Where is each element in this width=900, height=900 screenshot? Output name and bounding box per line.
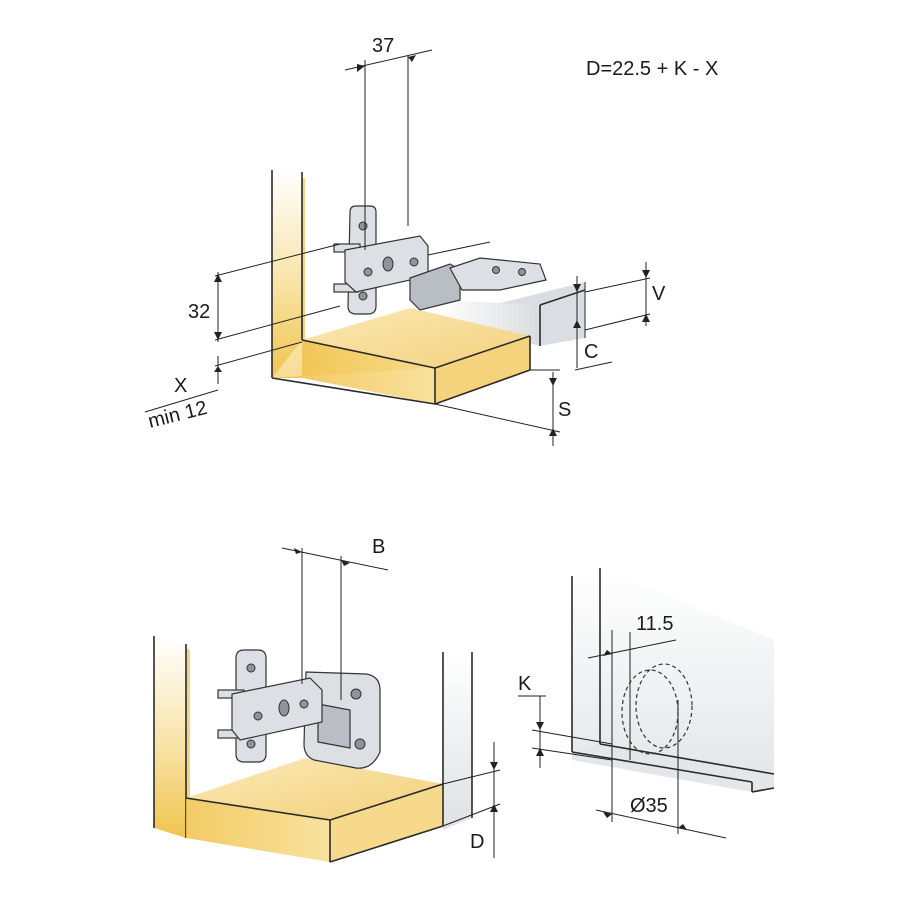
dimension-37-label: 37 [372,35,394,57]
dimension-x-label: X [174,375,187,397]
door-edge-strip [572,744,774,792]
cabinet-side-panel [272,170,302,378]
bottom-left-scene: B D [153,536,501,863]
door-panel-3 [572,568,774,782]
shelf-2-edge [330,784,443,862]
dimension-32-label: 32 [188,301,210,323]
hinge-cup-hole-shadow [635,663,693,749]
bottom-right-scene: 11.5 K Ø35 [518,568,775,839]
mounting-plate-2 [217,649,323,763]
dimension-v-label: V [652,283,666,305]
dimension-s-label: S [558,399,571,421]
hinge-cup-plate [303,671,381,769]
shelf-2-front [186,798,330,862]
door-panel-2 [443,652,472,830]
dimension-diameter-label: Ø35 [630,795,668,817]
hinge-arm [344,235,547,311]
dimension-k-label: K [518,673,532,695]
formula-label: D=22.5 + K - X [586,58,718,80]
shelf-2-top [186,758,443,820]
top-scene: 37 32 X min 12 V C S [144,35,718,446]
dimension-b-label: B [372,536,385,558]
cabinet-side-panel-2-face [186,648,190,800]
shelf-front [302,340,435,404]
cabinet-side-panel-2 [154,636,186,838]
dimension-c-label: C [584,341,598,363]
dimension-d-label: D [470,831,484,853]
dimension-11-5-label: 11.5 [636,613,673,635]
shelf-edge [435,336,530,404]
